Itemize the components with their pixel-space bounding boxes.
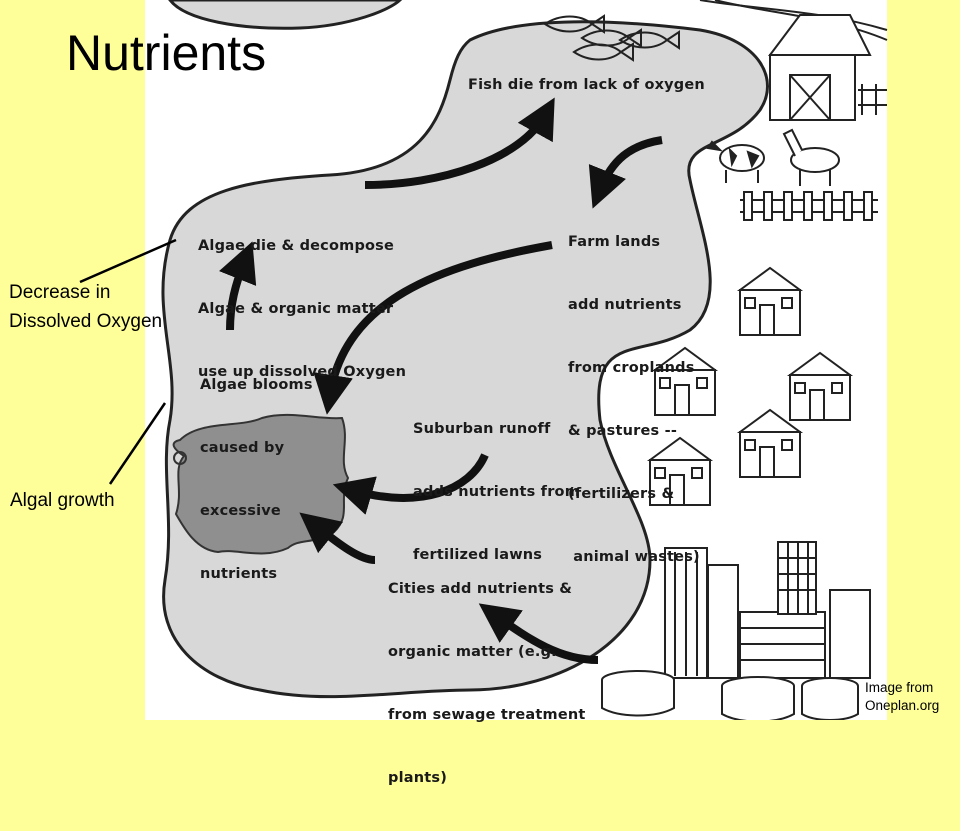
arrow-blooms-to-die [219,241,257,331]
blooms-label: Algae blooms caused by excessive nutrien… [200,333,313,627]
barn-icon [699,0,888,121]
farm-line: from croplands [568,360,695,376]
fish-icon [543,14,680,62]
suburban-line: Suburban runoff [413,421,551,437]
cities-line: organic matter (e.g. [388,644,557,660]
house-icon [736,266,804,336]
fence-icon [740,191,878,221]
cow-icon [706,140,765,183]
blooms-line: nutrients [200,566,278,582]
farm-line: add nutrients [568,297,682,313]
farm-label: Farm lands add nutrients from croplands … [568,190,700,610]
algae-die-line: Algae & organic matter [198,301,394,317]
farm-line: animal wastes) [568,549,700,565]
slide: Fish die from lack of oxygen Algae die &… [9,0,939,786]
credit-line2: Oneplan.org [865,698,940,713]
cities-line: Cities add nutrients & [388,581,573,597]
blooms-line: Algae blooms [200,377,313,393]
arrow-cities-in [478,603,599,664]
callout-decrease-oxygen: Decrease in Dissolved Oxygen [9,278,162,336]
horse-icon [782,128,840,186]
algae-fragment [173,451,187,465]
image-credit: Image from Oneplan.org [865,679,939,715]
blooms-line: excessive [200,503,281,519]
arrow-algae-die-to-fish [364,97,555,189]
farm-line: (fertilizers & [568,486,675,502]
callout-algal-growth: Algal growth [10,490,115,511]
cities-line: plants) [388,770,448,786]
cities-line: from sewage treatment [388,707,586,723]
suburban-line: fertilized lawns [413,547,543,563]
city-buildings-icon [601,541,871,720]
algae-die-label: Algae die & decompose Algae & organic ma… [198,194,406,425]
farm-line: Farm lands [568,234,661,250]
diagram-artwork [79,0,888,720]
arrow-suburban-to-algae [332,453,489,515]
algae-die-line: use up dissolved Oxygen [198,364,407,380]
cities-label: Cities add nutrients & organic matter (e… [388,537,586,831]
credit-line1: Image from [865,680,934,695]
algae-die-line: Algae die & decompose [198,238,395,254]
house-icon [736,408,804,478]
house-icon [651,346,719,416]
callout-line-algal [108,402,167,485]
house-icon [646,436,714,506]
slide-title: Nutrients [66,25,267,81]
suburban-label: Suburban runoff adds nutrients from fert… [413,377,580,608]
arrow-farm-in [588,136,663,209]
farm-line: & pastures -- [568,423,678,439]
suburban-line: adds nutrients from [413,484,581,500]
callout-line-oxygen [79,238,177,284]
callout-oxygen-line2: Dissolved Oxygen [9,311,163,332]
fish-label: Fish die from lack of oxygen [468,77,705,93]
blooms-line: caused by [200,440,285,456]
lake-edge-top [168,0,403,30]
callout-oxygen-line1: Decrease in [9,282,111,303]
arrow-farm-to-algae [313,241,553,415]
house-icon [786,351,854,421]
arrow-cities-to-algae [299,512,376,564]
